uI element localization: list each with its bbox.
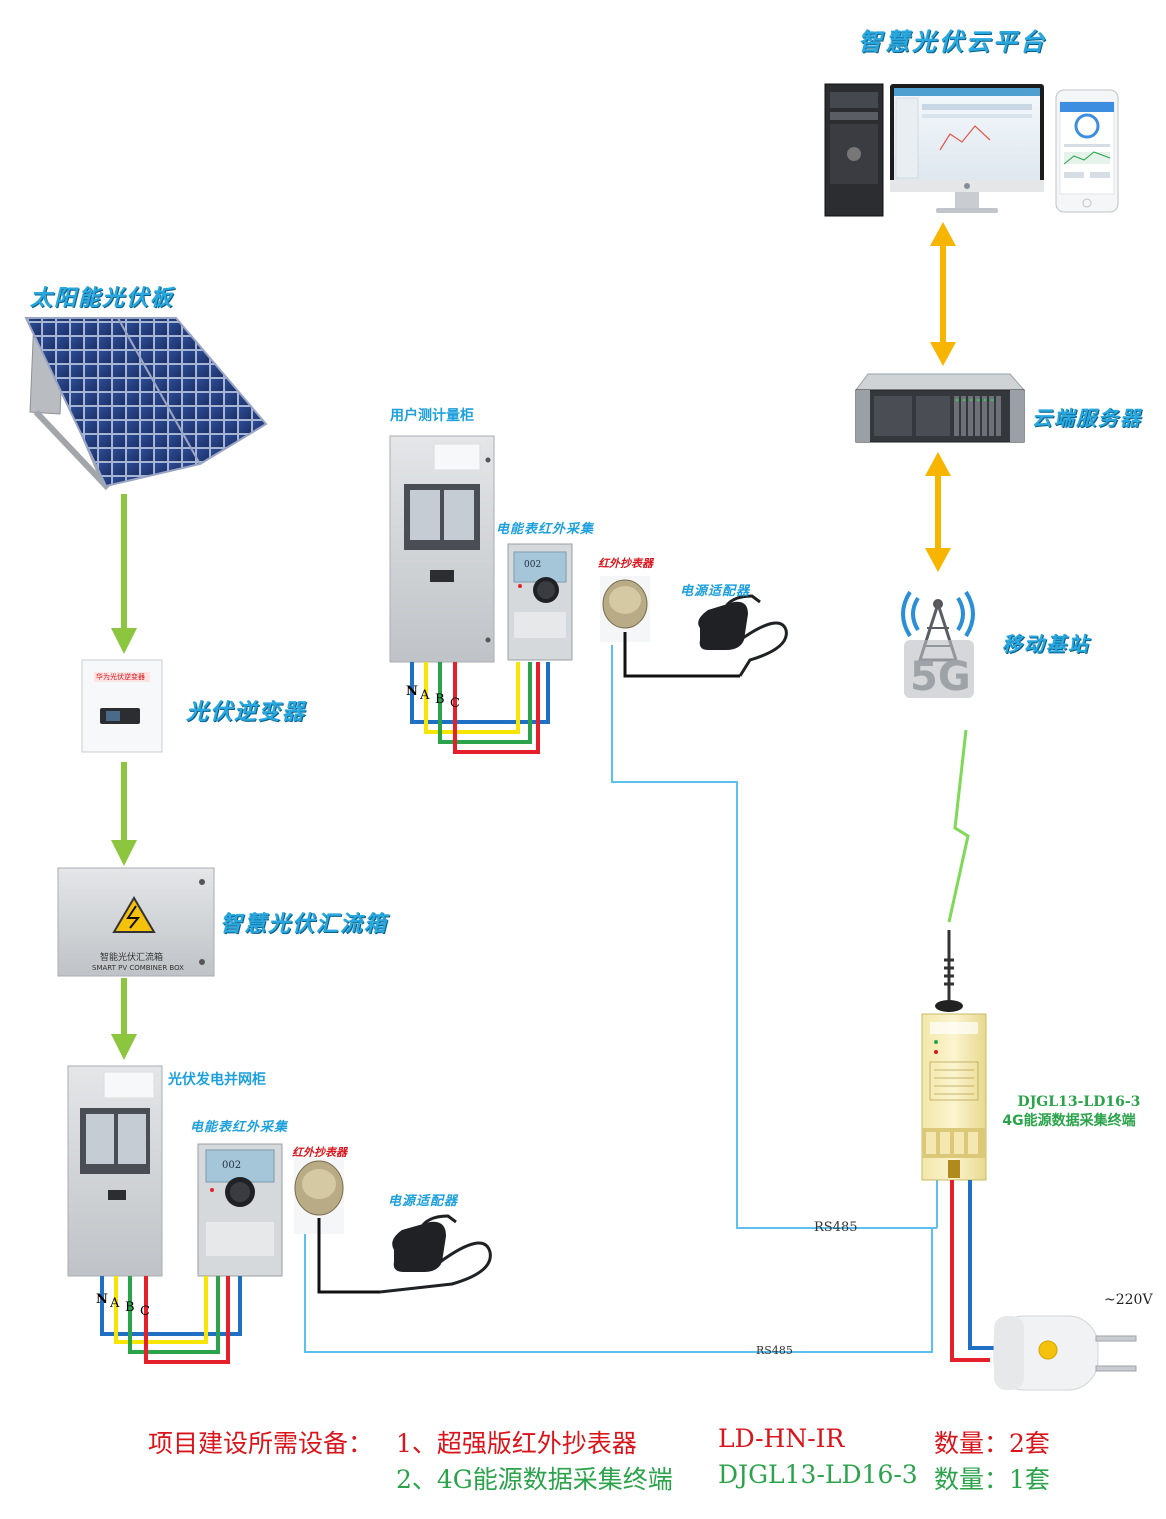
ir-reader-label-1: 红外抄表器 [598,557,653,570]
user-cabinet-label: 用户测计量柜 [390,408,474,424]
phase-c-2: C [140,1304,150,1319]
inverter-label: 光伏逆变器 [186,700,307,725]
footer-item-1: 1、超强版红外抄表器 [396,1429,637,1458]
arrow-server-basestation [925,452,951,572]
footer-model-2: DJGL13-LD16-3 [718,1460,918,1489]
phase-n-1: N [406,684,418,699]
arrow-inverter-combiner [111,762,137,866]
grid-cabinet-wires [100,1276,242,1364]
terminal-model-label: DJGL13-LD16-3 [1017,1094,1141,1110]
user-meter-icon [507,543,573,661]
phase-b-1: B [435,692,445,707]
cloud-server-icon [855,373,1026,443]
adapter-label-1: 电源适配器 [680,584,751,599]
base-station-label: 移动基站 [1002,632,1090,656]
solar-panel-icon [24,317,268,491]
5g-tower-icon [901,590,975,698]
inverter-icon [81,659,163,753]
power-adapter-icon-1 [698,594,788,677]
footer-qty-1: 数量：2套 [934,1429,1050,1458]
inverter-plate-text: 华为光伏逆变器 [96,673,145,681]
phase-a-2: A [110,1296,120,1311]
adapter-label-2: 电源适配器 [388,1194,459,1209]
combiner-plate-cn: 智能光伏汇流箱 [100,953,164,963]
antenna-icon [935,930,963,1012]
footer-model-1: LD-HN-IR [718,1424,845,1453]
arrow-platform-server [930,222,956,366]
rs485-line-lower [304,1228,933,1353]
phase-b-2: B [125,1300,135,1315]
arrow-panel-inverter [111,494,137,654]
cloud-server-label: 云端服务器 [1032,406,1142,430]
combiner-box-icon [57,867,215,977]
ir-reader-icon-1 [600,576,740,678]
cloud-platform-devices [824,83,1119,217]
ir-reader-icon-2 [294,1158,380,1294]
combiner-box-label: 智慧光伏汇流箱 [220,912,389,937]
power-adapter-icon-2 [379,1214,492,1294]
grid-meter-icon [197,1143,283,1277]
power-plug-icon [993,1315,1137,1391]
footer-item-2: 2、4G能源数据采集终端 [396,1465,673,1494]
cloud-platform-title: 智慧光伏云平台 [858,28,1047,56]
badge-5g: 5G [910,654,971,700]
combiner-plate-en: SMART PV COMBINER BOX [92,964,184,972]
meter-reading-2: 002 [222,1160,242,1171]
terminal-name-label: 4G能源数据采集终端 [1002,1113,1136,1129]
grid-cabinet-label: 光伏发电并网柜 [168,1072,266,1088]
phase-a-1: A [420,688,430,703]
footer-prefix: 项目建设所需设备： [148,1429,374,1458]
user-cabinet-icon [389,435,495,663]
ir-reader-label-2: 红外抄表器 [292,1146,347,1159]
user-cabinet-wires [410,662,550,754]
wireless-link [947,729,970,923]
arrow-combiner-gridcabinet [111,978,137,1060]
rs485-label-lower: RS485 [756,1344,793,1357]
4g-terminal-icon [921,1013,987,1181]
meter-reading-1: 002 [524,560,542,570]
solar-panel-label: 太阳能光伏板 [30,286,175,311]
rs485-label-upper: RS485 [814,1220,858,1235]
grid-cabinet-icon [67,1065,163,1277]
meter-ir-label-1: 电能表红外采集 [496,522,595,537]
phone-icon [1055,89,1119,213]
monitor-icon [890,84,1044,213]
phase-c-1: C [450,696,460,711]
rs485-line-upper [611,645,937,1229]
meter-ir-label-2: 电能表红外采集 [190,1120,289,1135]
power-wires-terminal [936,1180,998,1362]
footer-qty-2: 数量：1套 [934,1465,1050,1494]
tower-pc-icon [824,83,884,217]
voltage-label: ~220V [1104,1292,1153,1308]
phase-n-2: N [96,1292,108,1307]
